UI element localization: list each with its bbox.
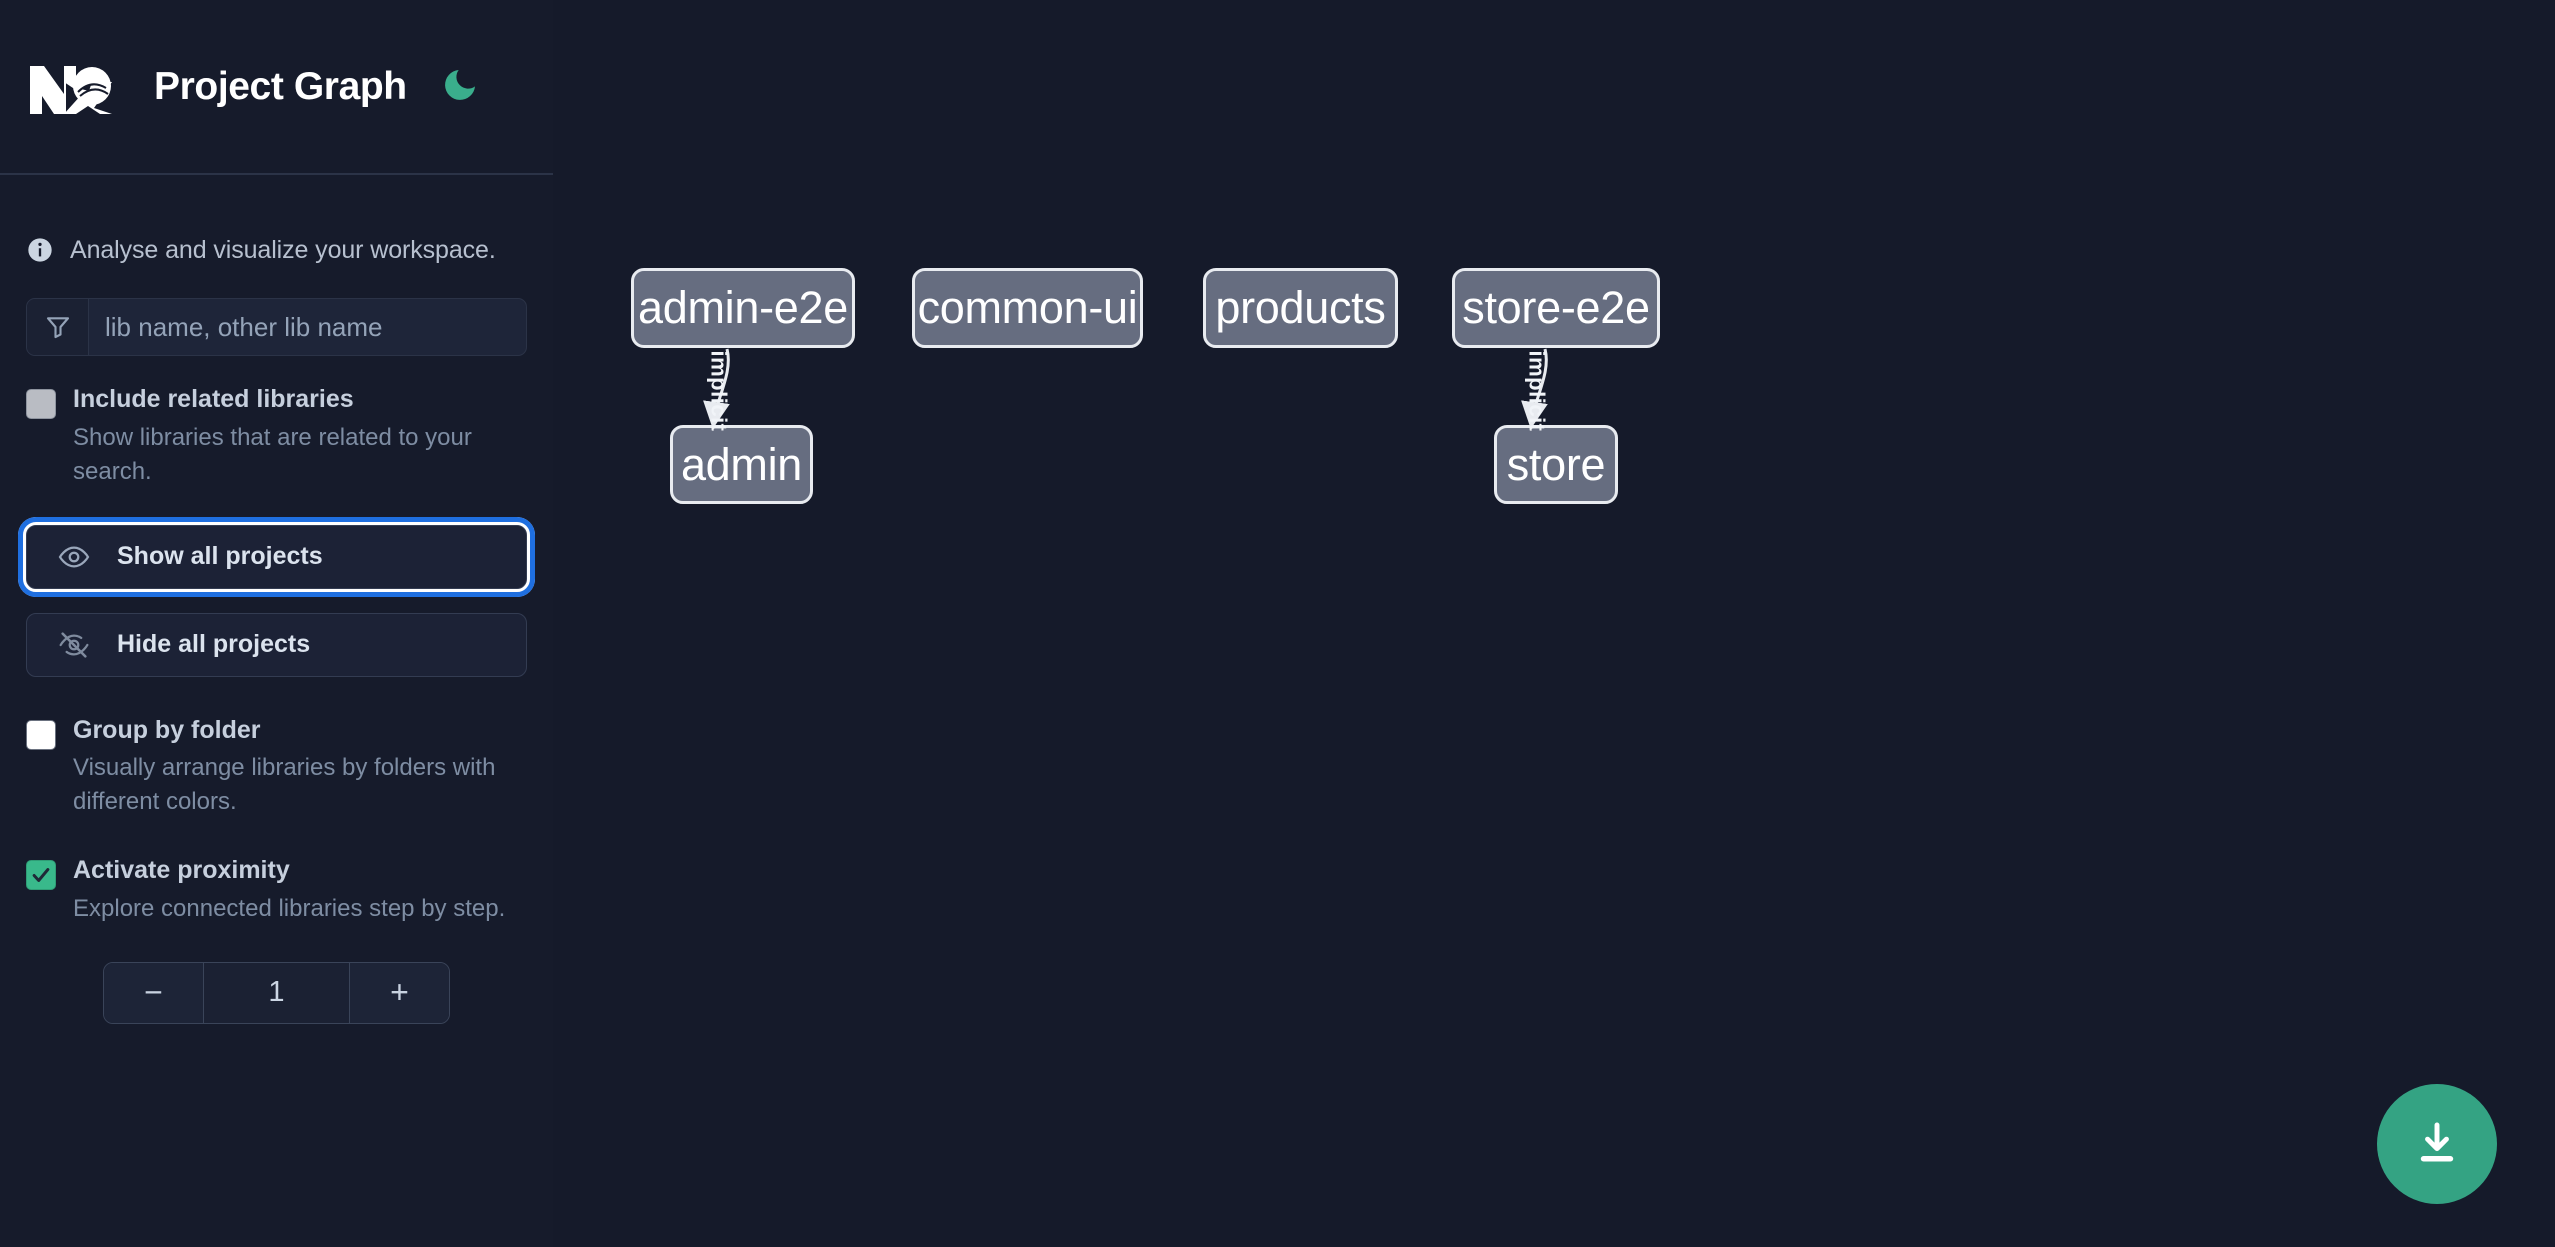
graph-node-common-ui[interactable]: common-ui — [912, 268, 1143, 348]
workspace-tagline: Analyse and visualize your workspace. — [26, 175, 527, 280]
edge-label-store-implicit: implicit — [1524, 350, 1550, 432]
option-group-by-folder[interactable]: Group by folder Visually arrange librari… — [26, 715, 527, 820]
funnel-icon — [27, 299, 89, 355]
option-description: Show libraries that are related to your … — [73, 423, 472, 485]
proximity-value: 1 — [204, 962, 349, 1023]
graph-node-store[interactable]: store — [1494, 425, 1618, 504]
eye-off-icon — [57, 628, 91, 662]
proximity-stepper-wrap: − 1 + — [26, 961, 527, 1024]
theme-toggle-button[interactable] — [437, 64, 483, 110]
proximity-increment-button[interactable]: + — [349, 962, 449, 1023]
sidebar: Project Graph Analyse and v — [0, 0, 553, 1247]
graph-canvas[interactable]: admin-e2e common-ui products store-e2e a… — [575, 0, 2555, 1247]
eye-icon — [57, 540, 91, 574]
download-icon — [2410, 1116, 2464, 1173]
page-title: Project Graph — [154, 64, 407, 108]
proximity-decrement-button[interactable]: − — [104, 962, 204, 1023]
option-activate-proximity[interactable]: Activate proximity Explore connected lib… — [26, 857, 527, 926]
show-all-projects-button[interactable]: Show all projects — [18, 516, 535, 597]
search-filter-row — [26, 298, 527, 356]
option-include-related-libraries[interactable]: Include related libraries Show libraries… — [26, 385, 527, 489]
proximity-stepper: − 1 + — [103, 961, 450, 1024]
checkbox-group-by-folder[interactable] — [26, 719, 56, 750]
graph-edges — [703, 348, 1548, 429]
info-icon — [26, 236, 54, 264]
option-label: Activate proximity — [73, 856, 290, 885]
sidebar-body: Analyse and visualize your workspace. In… — [0, 175, 553, 1024]
option-description: Explore connected libraries step by step… — [73, 894, 506, 922]
checkbox-activate-proximity[interactable] — [26, 860, 56, 891]
option-description: Visually arrange libraries by folders wi… — [73, 754, 496, 816]
moon-icon — [440, 65, 480, 108]
edge-label-admin-implicit: implicit — [706, 350, 732, 432]
graph-node-admin[interactable]: admin — [670, 425, 813, 504]
graph-node-products[interactable]: products — [1203, 268, 1398, 348]
tagline-text: Analyse and visualize your workspace. — [70, 235, 496, 264]
button-gap — [26, 589, 527, 613]
option-label: Group by folder — [73, 715, 261, 744]
graph-node-store-e2e[interactable]: store-e2e — [1452, 268, 1660, 348]
sidebar-header: Project Graph — [0, 0, 553, 175]
download-graph-button[interactable] — [2377, 1084, 2497, 1204]
option-label: Include related libraries — [73, 385, 354, 413]
hide-all-projects-button[interactable]: Hide all projects — [26, 612, 527, 677]
visibility-buttons: Show all projects Hide all projects — [18, 516, 535, 677]
show-all-projects-label: Show all projects — [117, 542, 323, 571]
checkbox-include-related-libraries[interactable] — [26, 389, 56, 419]
hide-all-projects-label: Hide all projects — [117, 630, 311, 659]
nx-logo-icon — [26, 56, 126, 118]
search-input[interactable] — [89, 299, 526, 355]
graph-node-admin-e2e[interactable]: admin-e2e — [631, 268, 855, 348]
